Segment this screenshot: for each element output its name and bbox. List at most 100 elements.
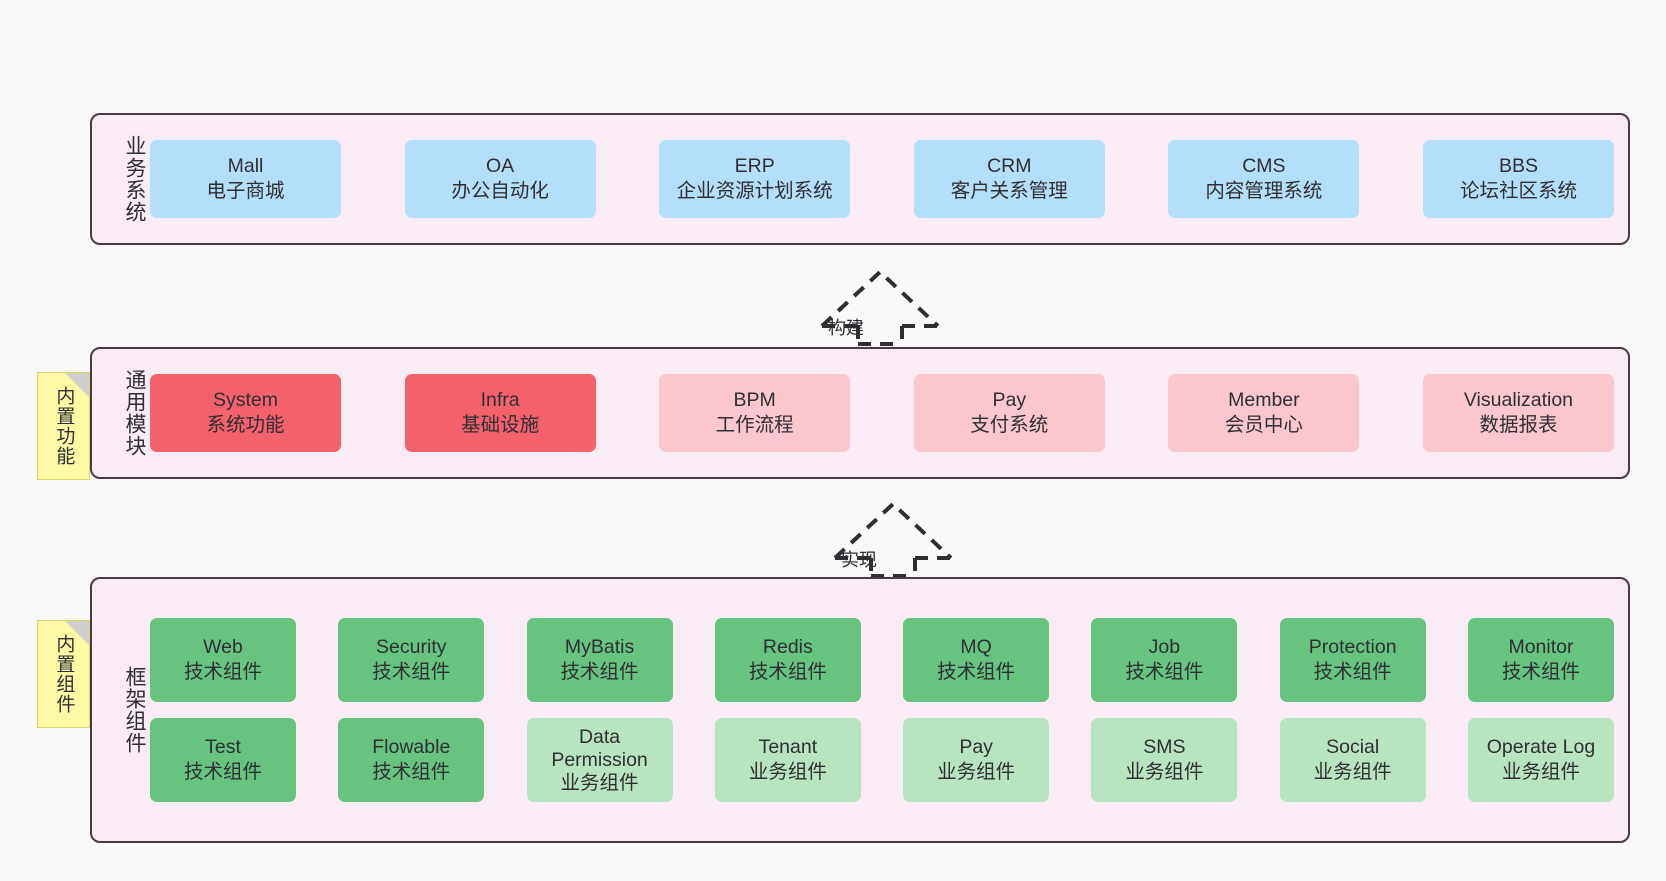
- card-subtitle: 支付系统: [970, 414, 1049, 436]
- card-title: MyBatis: [564, 636, 635, 659]
- card-title: Tenant: [758, 736, 818, 759]
- card-bpm[interactable]: BPM 工作流程: [659, 374, 851, 452]
- card-title: CMS: [1242, 155, 1286, 178]
- note-fold-icon: [65, 621, 89, 645]
- layer-body-framework-component: Web 技术组件 Security 技术组件 MyBatis 技术组件 Redi…: [146, 579, 1628, 841]
- connector-build: 构建: [800, 262, 960, 346]
- card-grid-framework: Web 技术组件 Security 技术组件 MyBatis 技术组件 Redi…: [150, 579, 1614, 841]
- card-mall[interactable]: Mall 电子商城: [150, 140, 341, 218]
- card-system[interactable]: System 系统功能: [150, 374, 341, 452]
- card-member[interactable]: Member 会员中心: [1168, 374, 1360, 452]
- card-security[interactable]: Security 技术组件: [338, 618, 485, 702]
- card-title: Job: [1148, 636, 1181, 659]
- card-sms[interactable]: SMS 业务组件: [1091, 718, 1238, 802]
- card-visualization[interactable]: Visualization 数据报表: [1422, 374, 1614, 452]
- card-row: System 系统功能 Infra 基础设施 BPM 工作流程 Pay 支付系统: [150, 374, 1614, 452]
- card-operate-log[interactable]: Operate Log 业务组件: [1467, 718, 1614, 802]
- card-title: System: [212, 389, 278, 412]
- card-subtitle: 业务组件: [1501, 761, 1580, 783]
- card-protection[interactable]: Protection 技术组件: [1279, 618, 1426, 702]
- card-cms[interactable]: CMS 内容管理系统: [1168, 140, 1360, 218]
- card-subtitle: 技术组件: [183, 661, 262, 683]
- card-subtitle: 业务组件: [748, 761, 827, 783]
- card-infra[interactable]: Infra 基础设施: [404, 374, 596, 452]
- card-title: Data Permission: [551, 725, 648, 771]
- layer-title-framework-component: 框架组件: [123, 666, 146, 754]
- card-title: Monitor: [1508, 636, 1574, 659]
- card-subtitle: 技术组件: [1313, 661, 1392, 683]
- card-subtitle: 技术组件: [183, 761, 262, 783]
- card-test[interactable]: Test 技术组件: [150, 718, 296, 802]
- note-builtin-feature: 内置功能: [37, 372, 90, 480]
- card-title: Pay: [959, 736, 993, 759]
- card-pay[interactable]: Pay 支付系统: [913, 374, 1105, 452]
- note-label: 内置功能: [53, 386, 75, 466]
- card-grid-business: Mall 电子商城 OA 办公自动化 ERP 企业资源计划系统 CRM 客户关系…: [150, 115, 1614, 243]
- card-title: Operate Log: [1486, 736, 1596, 759]
- note-builtin-component: 内置组件: [37, 620, 90, 728]
- layer-title-business-system: 业务系统: [123, 135, 146, 223]
- card-redis[interactable]: Redis 技术组件: [714, 618, 861, 702]
- card-title: Infra: [480, 389, 520, 412]
- card-data-permission[interactable]: Data Permission 业务组件: [526, 718, 673, 802]
- card-subtitle: 内容管理系统: [1205, 180, 1323, 202]
- connector-implement-label: 实现: [841, 550, 877, 570]
- card-subtitle: 工作流程: [715, 414, 794, 436]
- card-subtitle: 技术组件: [372, 761, 451, 783]
- card-subtitle: 基础设施: [461, 414, 540, 436]
- layer-body-common-module: System 系统功能 Infra 基础设施 BPM 工作流程 Pay 支付系统: [146, 349, 1628, 477]
- layer-title-common-module: 通用模块: [123, 369, 146, 457]
- card-erp[interactable]: ERP 企业资源计划系统: [659, 140, 851, 218]
- card-subtitle: 电子商城: [206, 180, 285, 202]
- card-title: BBS: [1498, 155, 1538, 178]
- card-flowable[interactable]: Flowable 技术组件: [338, 718, 485, 802]
- card-subtitle: 技术组件: [1125, 661, 1204, 683]
- card-subtitle: 业务组件: [560, 771, 639, 794]
- card-mybatis[interactable]: MyBatis 技术组件: [526, 618, 673, 702]
- card-title: Pay: [992, 389, 1027, 412]
- layer-framework-component: 框架组件 Web 技术组件 Security 技术组件 MyBatis 技术组件: [90, 577, 1630, 843]
- card-monitor[interactable]: Monitor 技术组件: [1467, 618, 1614, 702]
- card-subtitle: 技术组件: [1501, 661, 1580, 683]
- card-title: Redis: [762, 636, 813, 659]
- implement-arrow-icon: [833, 501, 953, 578]
- card-title: SMS: [1143, 736, 1186, 759]
- card-social[interactable]: Social 业务组件: [1279, 718, 1426, 802]
- build-arrow-icon: [820, 269, 940, 346]
- card-subtitle: 办公自动化: [451, 180, 549, 202]
- card-tenant[interactable]: Tenant 业务组件: [714, 718, 861, 802]
- card-title: ERP: [734, 155, 775, 178]
- connector-implement: 实现: [813, 494, 973, 578]
- card-subtitle: 论坛社区系统: [1459, 180, 1577, 202]
- card-subtitle: 数据报表: [1479, 414, 1558, 436]
- card-title: Test: [205, 736, 241, 759]
- card-row: Mall 电子商城 OA 办公自动化 ERP 企业资源计划系统 CRM 客户关系…: [150, 140, 1614, 218]
- card-title: Security: [376, 636, 447, 659]
- card-row: Test 技术组件 Flowable 技术组件 Data Permission …: [150, 718, 1614, 802]
- card-subtitle: 客户关系管理: [950, 180, 1068, 202]
- card-title: OA: [486, 155, 515, 178]
- card-title: Web: [203, 636, 243, 659]
- card-subtitle: 会员中心: [1224, 414, 1303, 436]
- card-subtitle: 技术组件: [372, 661, 451, 683]
- card-title: Flowable: [372, 736, 451, 759]
- card-crm[interactable]: CRM 客户关系管理: [913, 140, 1105, 218]
- layer-body-business-system: Mall 电子商城 OA 办公自动化 ERP 企业资源计划系统 CRM 客户关系…: [146, 115, 1628, 243]
- card-title: Social: [1326, 736, 1380, 759]
- note-fold-icon: [65, 373, 89, 397]
- card-subtitle: 业务组件: [1125, 761, 1204, 783]
- card-web[interactable]: Web 技术组件: [150, 618, 296, 702]
- card-title: BPM: [733, 389, 776, 412]
- card-bbs[interactable]: BBS 论坛社区系统: [1422, 140, 1614, 218]
- card-subtitle: 业务组件: [937, 761, 1016, 783]
- layer-common-module: 通用模块 System 系统功能 Infra 基础设施 BPM 工作流程: [90, 347, 1630, 479]
- card-mq[interactable]: MQ 技术组件: [903, 618, 1050, 702]
- card-oa[interactable]: OA 办公自动化: [404, 140, 596, 218]
- card-title: Member: [1228, 389, 1300, 412]
- card-job[interactable]: Job 技术组件: [1091, 618, 1238, 702]
- card-row: Web 技术组件 Security 技术组件 MyBatis 技术组件 Redi…: [150, 618, 1614, 702]
- card-title: Protection: [1308, 636, 1397, 659]
- card-subtitle: 技术组件: [560, 661, 639, 683]
- card-pay-component[interactable]: Pay 业务组件: [903, 718, 1050, 802]
